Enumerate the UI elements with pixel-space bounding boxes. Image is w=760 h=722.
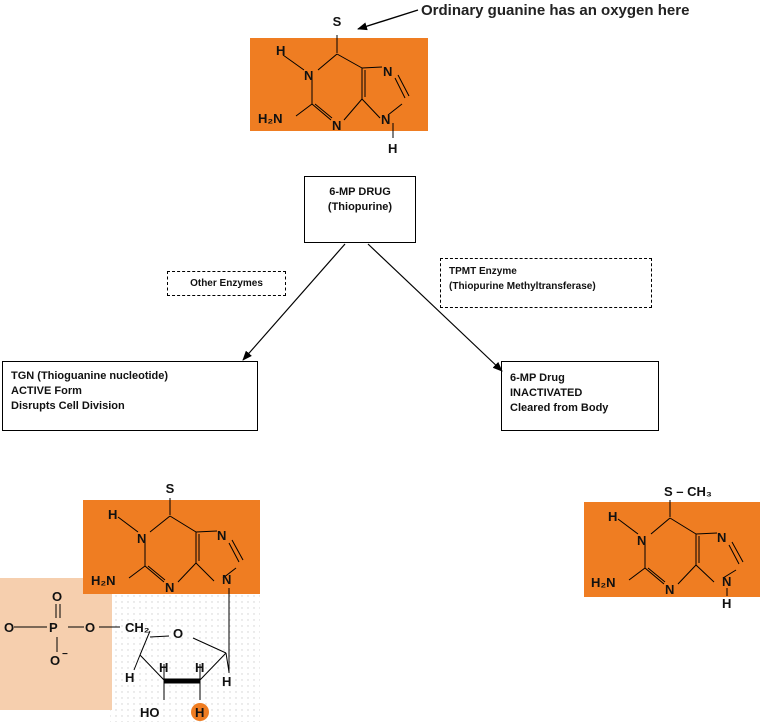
sugar-ch2: CH₂ xyxy=(125,620,150,635)
top-atom-n1: N xyxy=(304,68,313,83)
inactive-box: 6-MP Drug INACTIVATED Cleared from Body xyxy=(501,361,659,431)
top-atom-n3: N xyxy=(332,118,341,133)
methyl-atom-n3: N xyxy=(665,582,674,597)
oxygen-callout: Ordinary guanine has an oxygen here xyxy=(421,2,690,19)
tgn-title: TGN (Thioguanine nucleotide) xyxy=(11,370,169,382)
thiopurine-structure: S H N H₂N N N N H xyxy=(250,14,428,156)
nuc-atom-n1: N xyxy=(137,531,146,546)
methyl-molecule-background xyxy=(584,502,760,597)
top-atom-h9: H xyxy=(388,141,397,156)
arrow-to-tgn xyxy=(242,243,346,361)
top-atom-nh2: H₂N xyxy=(258,111,283,126)
inactive-effect: Cleared from Body xyxy=(510,402,609,414)
tgn-status: ACTIVE Form xyxy=(11,385,82,397)
nuc-atom-h1: H xyxy=(108,507,117,522)
nuc-atom-nh2: H₂N xyxy=(91,573,116,588)
inactive-title: 6-MP Drug xyxy=(510,372,565,384)
methyl-atom-nh2: H₂N xyxy=(591,575,616,590)
methyl-atom-n7: N xyxy=(717,530,726,545)
sugar-h-right: H xyxy=(222,674,231,689)
phosphate-charge-minus: − xyxy=(62,649,68,660)
top-atom-n7: N xyxy=(383,64,392,79)
methyl-substituent: S – CH₃ xyxy=(664,484,712,499)
hydrogen-highlight xyxy=(191,703,209,721)
thioguanine-nucleotide-structure: S H N H₂N N N N O P O O − O CH₂ O H H H … xyxy=(0,481,260,722)
sugar-dotted-background xyxy=(110,594,260,722)
nuc-substituent-s: S xyxy=(166,481,175,496)
drug-class: (Thiopurine) xyxy=(327,201,393,213)
phosphate-o-left: O xyxy=(4,620,14,635)
tpmt-full-name: (Thiopurine Methyltransferase) xyxy=(449,281,596,292)
other-enzymes-box: Other Enzymes xyxy=(167,271,286,296)
top-atom-n9: N xyxy=(381,112,390,127)
phosphate-o-top: O xyxy=(52,589,62,604)
nuc-atom-n7: N xyxy=(217,528,226,543)
methyl-atom-h1: H xyxy=(608,509,617,524)
sugar-ho: HO xyxy=(140,705,160,720)
phosphate-background xyxy=(0,578,112,710)
inactive-status: INACTIVATED xyxy=(510,387,583,399)
phosphate-o-right: O xyxy=(85,620,95,635)
sugar-h-mid2: H xyxy=(195,660,204,675)
drug-box: 6-MP DRUG (Thiopurine) xyxy=(304,176,416,243)
nuc-atom-n9: N xyxy=(222,572,231,587)
tgn-box: TGN (Thioguanine nucleotide) ACTIVE Form… xyxy=(2,361,258,431)
methyl-atom-n9: N xyxy=(722,574,731,589)
methylated-thiopurine-structure: S – CH₃ H N H₂N N N N H xyxy=(584,484,760,611)
tpmt-title: TPMT Enzyme xyxy=(449,266,517,277)
phosphate-o-bottom: O xyxy=(50,653,60,668)
sugar-h-left: H xyxy=(125,670,134,685)
tgn-effect: Disrupts Cell Division xyxy=(11,400,125,412)
methyl-atom-n1: N xyxy=(637,533,646,548)
sugar-ring-oxygen: O xyxy=(173,626,183,641)
phosphate-p: P xyxy=(49,620,58,635)
tpmt-enzyme-box: TPMT Enzyme (Thiopurine Methyltransferas… xyxy=(440,258,652,308)
top-substituent-s: S xyxy=(333,14,342,29)
arrow-to-inactive xyxy=(367,243,503,372)
sugar-h-highlighted: H xyxy=(195,705,204,720)
sugar-h-mid1: H xyxy=(159,660,168,675)
callout-arrow xyxy=(357,9,419,31)
top-atom-h1: H xyxy=(276,43,285,58)
methyl-atom-h9: H xyxy=(722,596,731,611)
nucleotide-base-background xyxy=(83,500,260,594)
other-enzymes-label: Other Enzymes xyxy=(190,278,263,289)
nuc-atom-n3: N xyxy=(165,580,174,595)
drug-name: 6-MP DRUG xyxy=(329,186,391,198)
